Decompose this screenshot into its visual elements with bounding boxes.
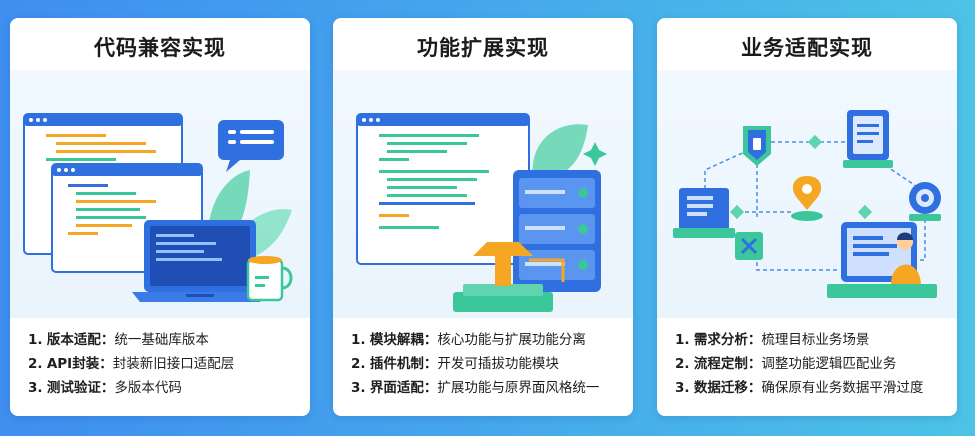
list-item: 3. 测试验证：多版本代码: [28, 380, 182, 396]
node-diamond: [729, 134, 873, 220]
list-item: 3. 界面适配：扩展功能与原界面风格统一: [351, 380, 600, 396]
list-item: 3. 数据迁移：确保原有业务数据平滑过度: [675, 380, 924, 396]
list-item: 1. 模块解耦：核心功能与扩展功能分离: [351, 332, 586, 348]
x-node-icon: [735, 232, 763, 260]
feature-list: 1. 模块解耦：核心功能与扩展功能分离 2. 插件机制：开发可插拔功能模块 3.…: [351, 328, 626, 400]
card-feature-extension: 功能扩展实现: [333, 18, 633, 416]
leaf-icon: [532, 124, 588, 180]
list-item: 1. 版本适配：统一基础库版本: [28, 332, 209, 348]
list-item: 2. 插件机制：开发可插拔功能模块: [351, 356, 559, 372]
location-pin-icon: [791, 176, 823, 221]
illustration-code: [10, 70, 310, 318]
list-item: 1. 需求分析：梳理目标业务场景: [675, 332, 870, 348]
card-title: 功能扩展实现: [417, 36, 549, 60]
card-title: 业务适配实现: [741, 36, 873, 60]
card-business-adapt: 业务适配实现: [657, 18, 957, 416]
card-code-compat: 代码兼容实现: [10, 18, 310, 416]
user-at-monitor-icon: [827, 222, 937, 298]
laptop-icon: [132, 220, 268, 302]
server-rack-icon: [513, 170, 601, 292]
list-item: 2. 流程定制：调整功能逻辑匹配业务: [675, 356, 897, 372]
document-node-icon: [843, 110, 893, 168]
plug-icon: [453, 242, 553, 312]
illustration-business: [657, 70, 957, 318]
card-title: 代码兼容实现: [94, 36, 226, 60]
code-window-icon: [356, 113, 530, 265]
target-node-icon: [909, 182, 941, 221]
feature-list: 1. 版本适配：统一基础库版本 2. API封装：封装新旧接口适配层 3. 测试…: [28, 328, 303, 400]
coffee-mug-icon: [246, 256, 293, 302]
feature-list: 1. 需求分析：梳理目标业务场景 2. 流程定制：调整功能逻辑匹配业务 3. 数…: [675, 328, 950, 400]
list-item: 2. API封装：封装新旧接口适配层: [28, 356, 235, 372]
cube-node-icon: [673, 188, 735, 238]
chat-bubble-icon: [218, 120, 284, 172]
illustration-extension: [333, 70, 633, 318]
sparkle-icon: [583, 142, 607, 166]
shield-icon: [743, 126, 771, 166]
